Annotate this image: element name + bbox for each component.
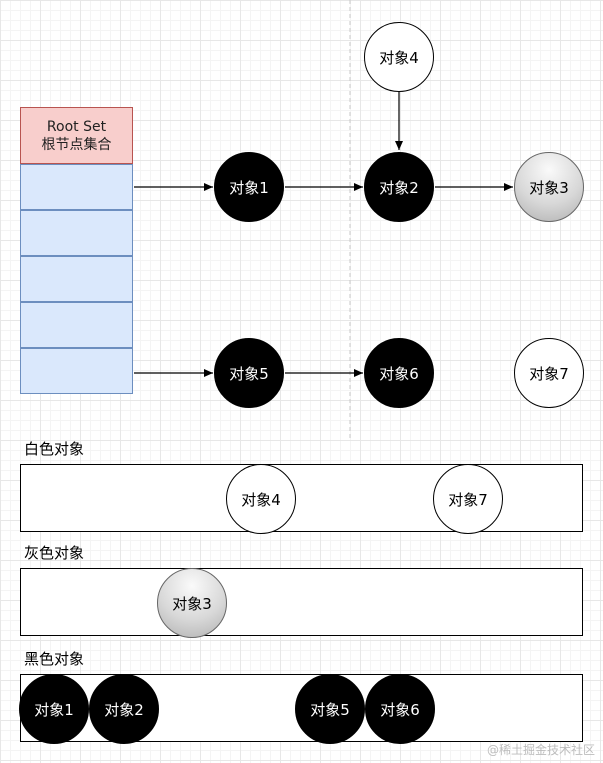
white-group-obj7: 对象7 <box>433 464 503 534</box>
root-set-title-en: Root Set <box>46 118 107 135</box>
root-set-header: Root Set 根节点集合 <box>20 107 133 164</box>
root-set-slot-3 <box>20 256 133 302</box>
node-obj2: 对象2 <box>364 152 434 222</box>
black-group-obj2: 对象2 <box>89 674 159 744</box>
root-set-slot-1 <box>20 164 133 210</box>
black-group-obj6: 对象6 <box>365 674 435 744</box>
white-group-obj4: 对象4 <box>226 464 296 534</box>
root-set-title-zh: 根节点集合 <box>41 136 112 153</box>
node-obj5: 对象5 <box>214 338 284 408</box>
black-group-obj5: 对象5 <box>295 674 365 744</box>
gray-group-box <box>20 568 583 636</box>
node-obj6: 对象6 <box>364 338 434 408</box>
root-set-slot-2 <box>20 210 133 256</box>
white-group-label: 白色对象 <box>24 440 85 458</box>
root-set-slot-5 <box>20 348 133 394</box>
black-group-obj1: 对象1 <box>19 674 89 744</box>
root-set-slot-4 <box>20 302 133 348</box>
node-obj1: 对象1 <box>214 152 284 222</box>
node-obj4: 对象4 <box>364 22 434 92</box>
gray-group-obj3: 对象3 <box>157 568 227 638</box>
node-obj3: 对象3 <box>514 152 584 222</box>
gray-group-label: 灰色对象 <box>24 544 85 562</box>
node-obj7: 对象7 <box>514 338 584 408</box>
black-group-label: 黑色对象 <box>24 650 85 668</box>
watermark: @稀土掘金技术社区 <box>486 743 595 757</box>
